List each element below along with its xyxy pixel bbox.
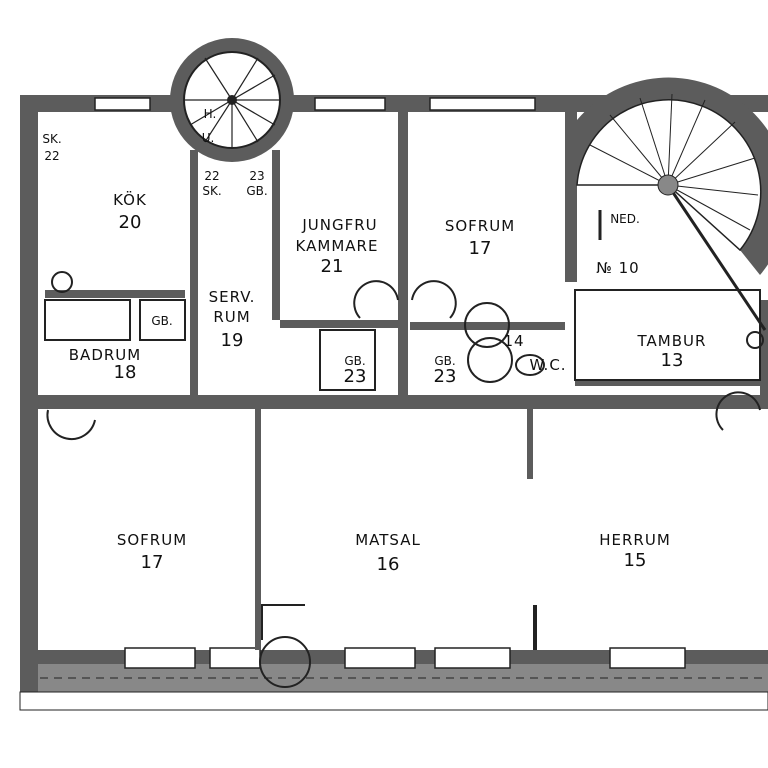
room-sofrum-bottom-name: SOFRUM [117,531,187,549]
room-serv-number: 19 [221,330,244,351]
room-labels: SK. 22 KÖK 20 22 SK. 23 GB. JUNGFRU KAMM… [42,132,707,575]
room-sofrum-bottom-number: 17 [141,552,164,573]
room-matsal-number: 16 [377,554,400,575]
room-gb-small-name: GB. [151,314,172,328]
door-swings [46,271,764,688]
room-gb23b-name: GB. [344,354,365,368]
spiral-stair-large [576,77,768,331]
room-serv-name2: RUM [213,308,250,326]
room-gb23c-name: GB. [434,354,455,368]
room-sofrum-top-name: SOFRUM [445,217,515,235]
room-no10-label: № 10 [596,259,639,277]
room-sk22b-name: SK. [202,184,221,198]
room-gb23a-number: 23 [249,169,264,183]
room-tambur-name: TAMBUR [637,332,707,350]
room-jungfru-name: JUNGFRU [301,216,377,234]
interior-walls [38,112,768,650]
room-kok-number: 20 [119,212,142,233]
room-kok-name: KÖK [113,190,147,209]
room-sk22a-number: 22 [44,149,59,163]
room-badrum-name: BADRUM [69,346,141,364]
room-wc-name: W.C. [529,356,566,374]
room-jungfru-number: 21 [321,256,344,277]
room-sofrum-top-number: 17 [469,238,492,259]
room-sk22a-name: SK. [42,132,61,146]
spiral-stair-small: H. U. [170,38,294,162]
room-wc-number: 14 [503,332,524,350]
room-gb23a-name: GB. [246,184,267,198]
room-ned-label: NED. [610,212,640,226]
room-gb23b-number: 23 [344,366,367,387]
stair-mark-up: U. [202,131,215,145]
room-jungfru-name2: KAMMARE [296,237,379,255]
room-herrum-number: 15 [624,550,647,571]
room-sk22b-number: 22 [204,169,219,183]
stair-mark-h: H. [204,107,217,121]
room-serv-name: SERV. [209,288,256,306]
room-tambur-number: 13 [661,350,684,371]
room-matsal-name: MATSAL [355,531,421,549]
room-herrum-name: HERRUM [599,531,671,549]
room-gb23c-number: 23 [434,366,457,387]
room-badrum-number: 18 [114,362,137,383]
